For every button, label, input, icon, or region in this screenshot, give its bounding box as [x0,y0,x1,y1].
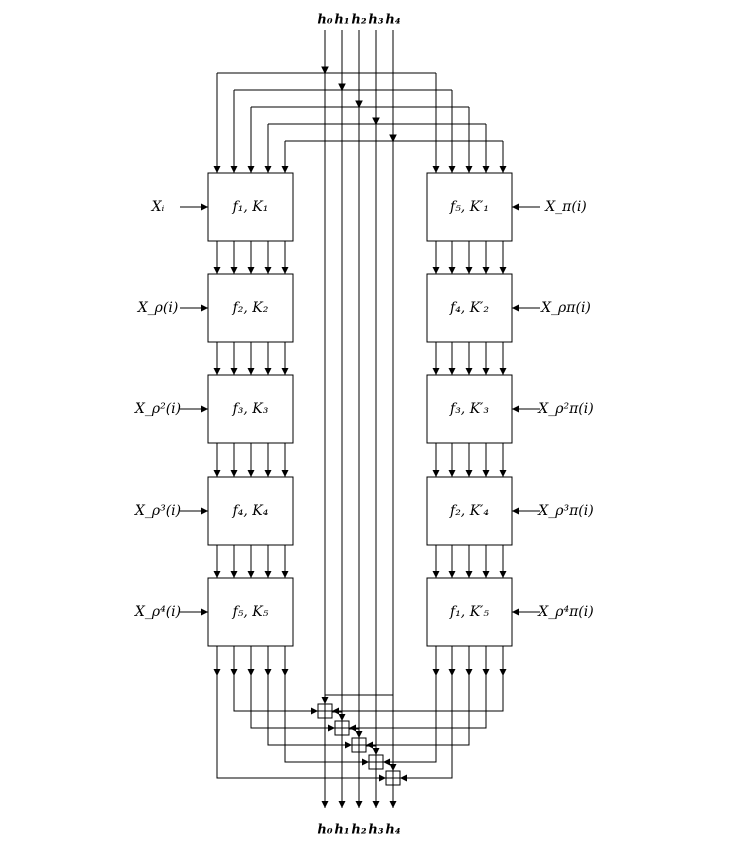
left-feed-2 [250,676,335,732]
right-input-3: X_ρ²π(i) [537,401,593,417]
h-bottom-2: h₂ [351,823,366,838]
left-box-label-1: f₁, K₁ [232,199,269,215]
left-feed-3 [267,676,352,749]
left-input-1: Xᵢ [151,199,165,215]
left-input-2: X_ρ(i) [137,300,179,316]
h-feed-0 [321,694,393,704]
boxes [207,172,513,647]
left-box-label-5: f₅, K₅ [232,604,269,620]
left-feed-0 [216,676,386,782]
junction-arrow [372,117,380,126]
h-top-0: h₀ [317,13,332,28]
h-top-1: h₁ [334,13,349,28]
junction-arrow [338,83,346,92]
h-top-4: h₄ [385,13,400,28]
h-bottom-3: h₃ [368,823,383,838]
left-feed-4 [284,676,369,766]
right-box-4 [426,476,513,546]
wires [180,30,540,808]
left-input-4: X_ρ³(i) [134,503,181,519]
h-bottom-4: h₄ [385,823,400,838]
left-feed-1 [233,676,318,715]
right-box-2 [426,273,513,343]
junction-arrow [355,100,363,109]
left-box-3 [207,374,294,444]
left-input-5: X_ρ⁴(i) [134,604,181,620]
left-box-1 [207,172,294,242]
h-top-3: h₃ [368,13,383,28]
left-box-2 [207,273,294,343]
h-bottom-0: h₀ [317,823,332,838]
left-input-3: X_ρ²(i) [134,401,181,417]
left-box-label-3: f₃, K₃ [232,401,269,417]
right-input-5: X_ρ⁴π(i) [537,604,593,620]
left-box-5 [207,577,294,647]
right-input-2: X_ρπ(i) [540,300,591,316]
right-box-label-5: f₁, K′₅ [449,604,489,620]
left-box-label-2: f₂, K₂ [232,300,269,316]
right-feed-3 [349,676,487,732]
junction-arrow [321,66,329,75]
right-feed-2 [366,676,470,749]
right-input-4: X_ρ³π(i) [537,503,593,519]
h-top-2: h₂ [351,13,366,28]
junction-arrow [389,134,397,143]
adders [317,703,401,786]
right-box-1 [426,172,513,242]
h-bottom-1: h₁ [334,823,349,838]
right-box-label-2: f₄, K′₂ [449,300,489,316]
right-box-label-4: f₂, K′₄ [449,503,489,519]
left-box-4 [207,476,294,546]
right-box-3 [426,374,513,444]
right-box-label-3: f₃, K′₃ [449,401,489,417]
right-input-1: X_π(i) [544,199,587,215]
right-box-5 [426,577,513,647]
right-feed-0 [383,676,437,766]
left-box-label-4: f₄, K₄ [232,503,269,519]
right-feed-1 [400,676,453,782]
right-feed-4 [332,676,504,715]
right-box-label-1: f₅, K′₁ [449,199,489,215]
